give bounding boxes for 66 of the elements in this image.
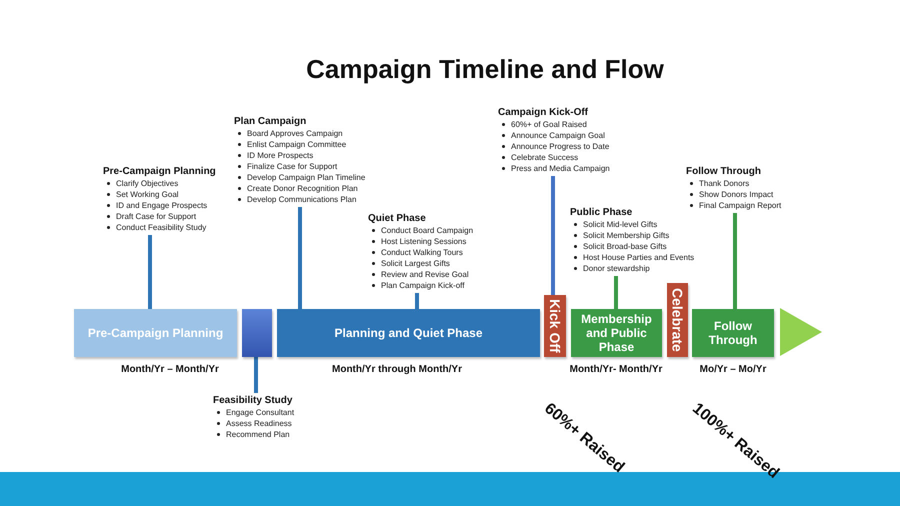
callout-heading: Plan Campaign (234, 116, 308, 127)
bullet-item: Recommend Plan (226, 429, 290, 440)
bullet-item: Solicit Membership Gifts (583, 230, 670, 241)
bullet-item: Show Donors Impact (699, 189, 774, 200)
bullet-item: Conduct Walking Tours (381, 247, 463, 258)
bullet-item: Donor stewardship (583, 263, 650, 274)
leader-line (254, 357, 258, 393)
bullet-item: Review and Revise Goal (381, 269, 469, 280)
phase-label: Kick Off (547, 299, 563, 353)
bullet-item: ID and Engage Prospects (116, 200, 208, 211)
bullet-item: Create Donor Recognition Plan (247, 183, 358, 194)
bullet-item: Conduct Feasibility Study (116, 222, 206, 233)
phase-label: Pre-Campaign Planning (86, 326, 224, 340)
bullet-item: Plan Campaign Kick-off (381, 280, 464, 291)
bullet-item: ID More Prospects (247, 150, 314, 161)
bullet-item: Board Approves Campaign (247, 128, 343, 139)
bullet-item: Solicit Broad-base Gifts (583, 241, 667, 252)
bullet-item: Announce Campaign Goal (511, 130, 605, 141)
date-range: Month/Yr through Month/Yr (332, 364, 462, 375)
bullet-item: Enlist Campaign Committee (247, 139, 346, 150)
bullet-item: Clarify Objectives (116, 178, 178, 189)
bullet-item: 60%+ of Goal Raised (511, 119, 587, 130)
bullet-item: Finalize Case for Support (247, 161, 338, 172)
title: Campaign Timeline and Flow (305, 54, 665, 85)
bullet-item: Develop Communications Plan (247, 194, 356, 205)
phase-box (277, 309, 540, 357)
bullet-item: Solicit Mid-level Gifts (583, 219, 658, 230)
phase-label: Planning and Quiet Phase (333, 326, 484, 340)
bullet-item: Engage Consultant (226, 407, 294, 418)
bullet-item: Celebrate Success (511, 152, 578, 163)
leader-line (733, 213, 737, 309)
bullet-item: Conduct Board Campaign (381, 225, 474, 236)
bullet-item: Set Working Goal (116, 189, 179, 200)
bullet-item: Develop Campaign Plan Timeline (247, 172, 366, 183)
leader-line (148, 235, 152, 309)
callout-heading: Feasibility Study (213, 395, 294, 406)
date-range: Mo/Yr – Mo/Yr (700, 364, 766, 375)
leader-line (298, 207, 302, 309)
leader-line (614, 276, 618, 309)
phase-box (74, 309, 237, 357)
leader-line (551, 176, 555, 295)
date-range: Month/Yr- Month/Yr (570, 364, 662, 375)
callout-heading: Campaign Kick-Off (498, 107, 590, 118)
phase-label: Follow Through (708, 319, 758, 347)
phase-box (544, 295, 566, 357)
bullet-item: Assess Readiness (226, 418, 292, 429)
phase-box (692, 309, 774, 357)
callout-heading: Pre-Campaign Planning (103, 166, 216, 177)
phase-label: Celebrate (670, 288, 686, 352)
phase-box (667, 283, 688, 357)
milestone-block (242, 309, 272, 357)
bullet-item: Thank Donors (699, 178, 750, 189)
callout-heading: Follow Through (686, 166, 762, 177)
bullet-item: Final Campaign Report (699, 200, 782, 211)
date-range: Month/Yr – Month/Yr (121, 364, 219, 375)
phase-box (571, 309, 662, 357)
bullet-item: Press and Media Campaign (511, 163, 610, 174)
bullet-item: Host Listening Sessions (381, 236, 466, 247)
bullet-item: Announce Progress to Date (511, 141, 610, 152)
bullet-item: Host House Parties and Events (583, 252, 694, 263)
bullet-item: Solicit Largest Gifts (381, 258, 450, 269)
callout-heading: Public Phase (570, 207, 634, 218)
bullet-item: Draft Case for Support (116, 211, 196, 222)
callout-heading: Quiet Phase (368, 213, 427, 224)
phase-label: Membership and Public Phase (580, 312, 653, 354)
leader-line (415, 293, 419, 309)
